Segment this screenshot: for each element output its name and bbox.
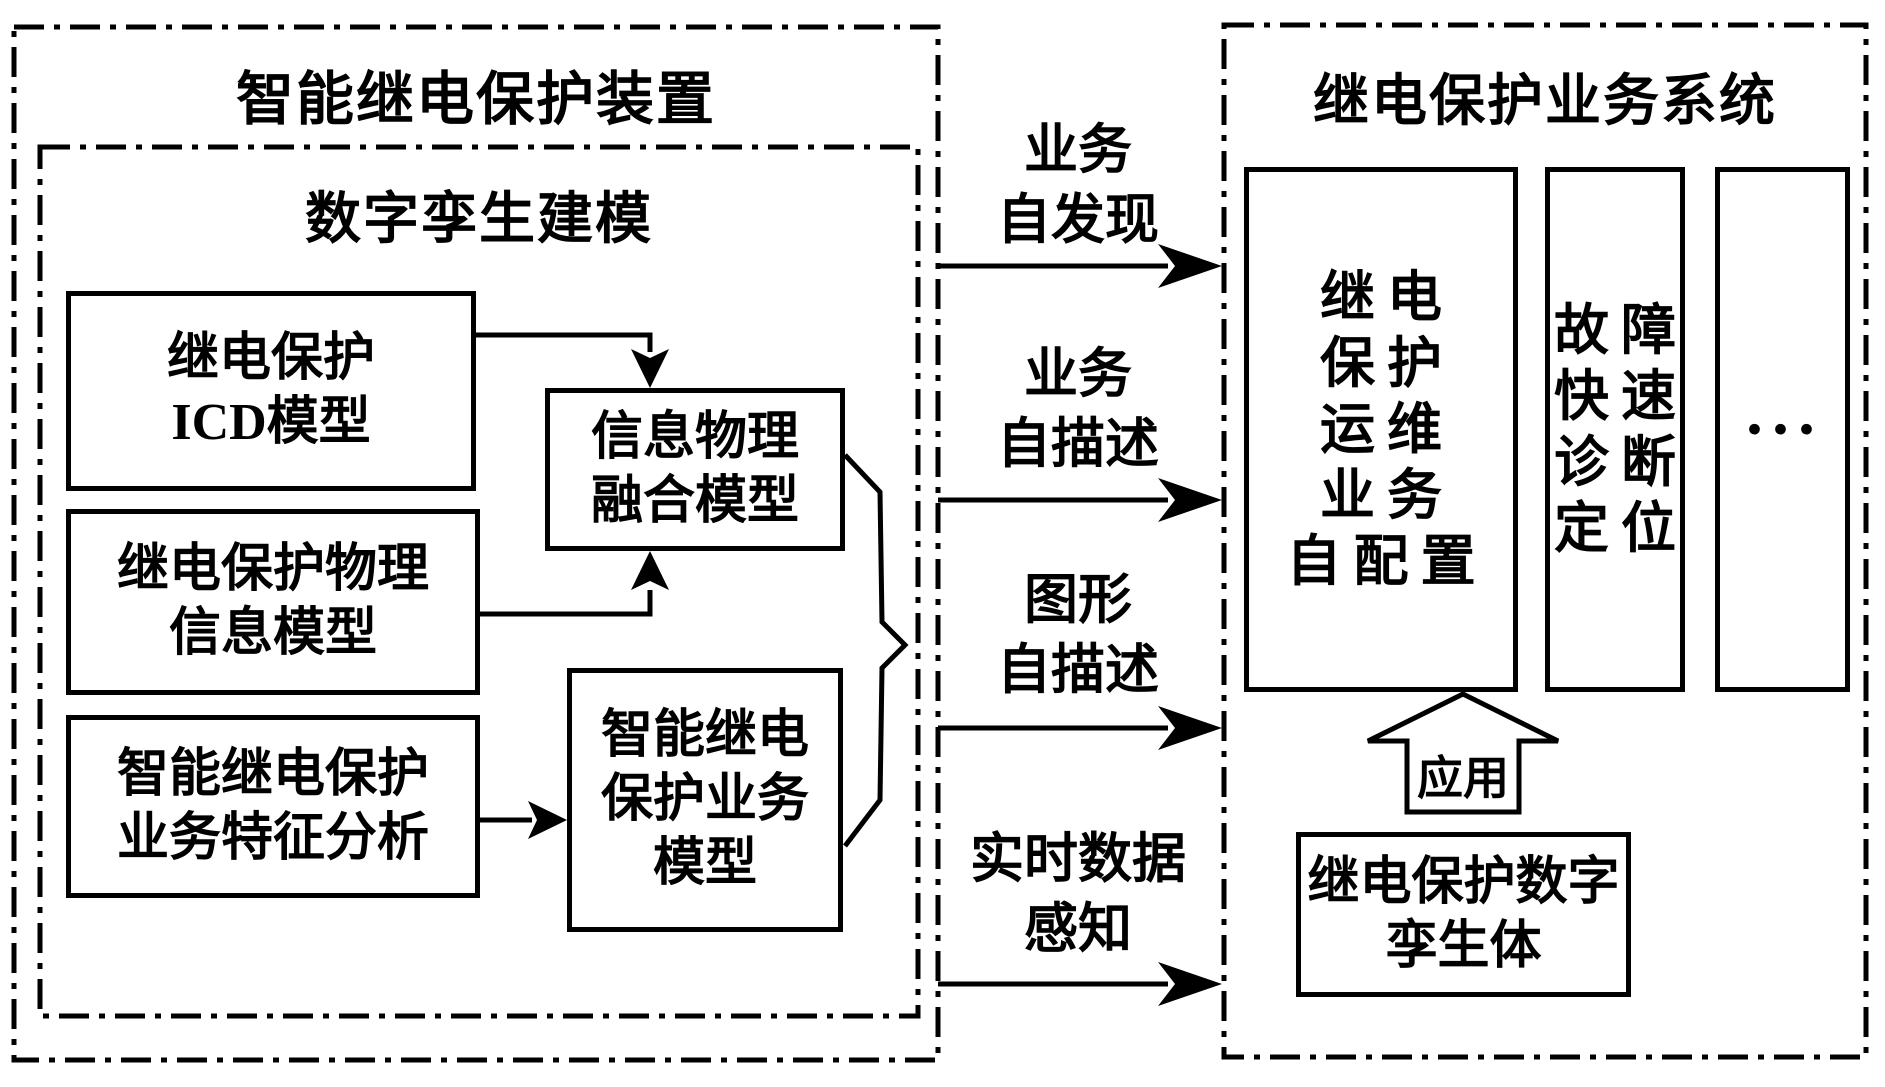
box-icd-model-line2: ICD模型	[171, 394, 371, 451]
box-fault-diagnosis-line3: 诊断	[1553, 431, 1689, 493]
label-graphic-self-description: 图形 自描述	[928, 565, 1228, 705]
box-business-model: 智能继电 保护业务 模型	[567, 668, 843, 932]
box-feature-analysis: 智能继电保护 业务特征分析	[66, 715, 480, 898]
label-graphic-self-description-line1: 图形	[1024, 570, 1132, 630]
box-digital-twin-line2: 孪生体	[1385, 917, 1542, 975]
arrow-physical-to-fusion	[480, 551, 669, 617]
label-business-self-description: 业务 自描述	[928, 339, 1228, 479]
box-digital-twin-line1: 继电保护数字	[1307, 853, 1620, 911]
box-fusion-model-line2: 融合模型	[590, 472, 799, 530]
box-icd-model-line1: 继电保护	[166, 330, 375, 387]
box-feature-analysis-line2: 业务特征分析	[116, 809, 429, 867]
label-business-self-description-line2: 自描述	[997, 414, 1159, 474]
box-om-self-config: 继电 保护 运维 业务 自配置	[1244, 167, 1518, 692]
box-fusion-model-line1: 信息物理	[590, 408, 799, 466]
left-panel-title: 智能继电保护装置	[235, 67, 716, 132]
box-feature-analysis-line1: 智能继电保护	[116, 745, 429, 803]
block-arrow-apply	[1366, 691, 1560, 815]
box-business-model-line2: 保护业务	[600, 771, 809, 828]
label-graphic-self-description-line2: 自描述	[997, 640, 1159, 700]
box-fault-diagnosis-line4: 定位	[1553, 497, 1689, 559]
box-om-self-config-line1: 继电	[1319, 266, 1455, 328]
arrow-business-self-discovery	[938, 244, 1222, 288]
brace-models-group	[843, 453, 909, 848]
label-realtime-data-sensing-line2: 感知	[1024, 899, 1132, 959]
box-fault-diagnosis-line1: 故障	[1553, 299, 1689, 361]
box-business-model-line3: 模型	[652, 835, 757, 892]
arrow-icd-to-fusion	[476, 332, 669, 388]
box-business-model-line1: 智能继电	[600, 707, 809, 764]
arrow-realtime-data-sensing	[938, 962, 1222, 1006]
left-inner-dashdot-border	[37, 144, 921, 1019]
label-business-self-discovery: 业务 自发现	[928, 115, 1228, 255]
box-fault-diagnosis: 故障 快速 诊断 定位	[1545, 167, 1685, 692]
box-om-self-config-line4: 业务	[1319, 464, 1455, 526]
left-outer-dashdot-border	[11, 24, 941, 1063]
box-physical-info-model-line2: 信息模型	[168, 605, 377, 662]
box-om-self-config-line2: 保护	[1319, 332, 1455, 394]
box-more-apps-ellipsis: ···	[1743, 392, 1822, 466]
apply-arrow-label: 应用	[1417, 753, 1509, 804]
right-panel-title: 继电保护业务系统	[1313, 71, 1777, 133]
box-om-self-config-line5: 自配置	[1286, 530, 1488, 592]
box-digital-twin: 继电保护数字 孪生体	[1296, 832, 1631, 997]
arrow-graphic-self-description	[938, 706, 1222, 750]
box-fault-diagnosis-line2: 快速	[1553, 365, 1689, 427]
label-business-self-discovery-line2: 自发现	[997, 190, 1159, 250]
arrow-feature-to-business-model	[480, 801, 567, 839]
label-realtime-data-sensing-line1: 实时数据	[970, 829, 1186, 889]
label-realtime-data-sensing: 实时数据 感知	[928, 824, 1228, 964]
box-physical-info-model: 继电保护物理 信息模型	[66, 509, 480, 695]
box-physical-info-model-line1: 继电保护物理	[116, 541, 429, 598]
inner-panel-title: 数字孪生建模	[305, 189, 653, 251]
box-more-apps: ···	[1715, 167, 1850, 692]
arrow-business-self-description	[938, 478, 1222, 522]
right-outer-dashdot-border	[1221, 22, 1869, 1060]
box-icd-model: 继电保护 ICD模型	[66, 291, 476, 491]
box-om-self-config-line3: 运维	[1319, 398, 1455, 460]
label-business-self-description-line1: 业务	[1024, 344, 1132, 404]
label-business-self-discovery-line1: 业务	[1024, 120, 1132, 180]
box-cyber-physical-fusion-model: 信息物理 融合模型	[545, 388, 845, 551]
